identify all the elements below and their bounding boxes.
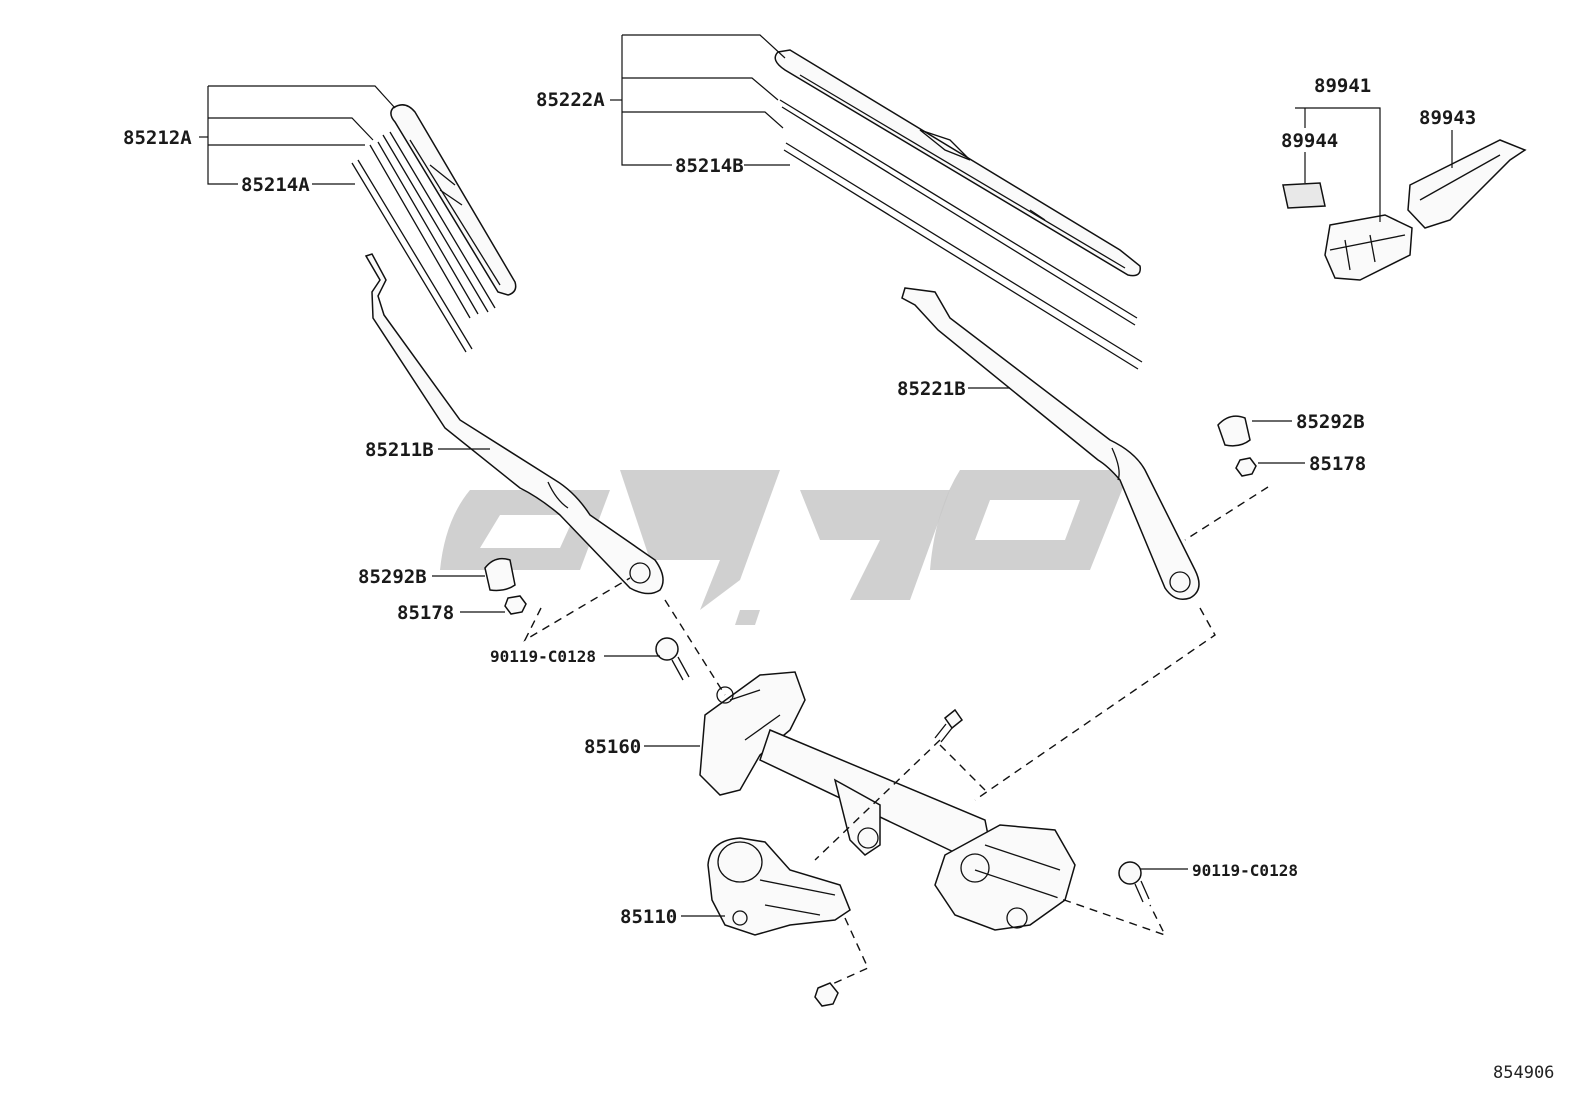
callout-labels: 85212A 85214A 85222A 85214B 89941 89944 … [123, 75, 1554, 1083]
label-90119-C0128-right: 90119-C0128 [1192, 861, 1298, 880]
sensor-cover [1407, 139, 1527, 229]
label-85178-right: 85178 [1309, 453, 1366, 475]
label-89944: 89944 [1281, 130, 1338, 152]
left-link-bolt [655, 637, 690, 681]
right-pivot-cap [1217, 415, 1251, 447]
wiper-motor [707, 837, 851, 936]
right-wiper-arm [901, 287, 1200, 600]
label-85212A: 85212A [123, 127, 192, 149]
label-89943: 89943 [1419, 107, 1476, 129]
right-link-bolt [1118, 861, 1150, 903]
label-85110: 85110 [620, 906, 677, 928]
right-pivot-nut [1235, 457, 1257, 477]
assembly-lines [523, 486, 1269, 986]
rain-sensor [1324, 214, 1413, 281]
sensor-pad [1282, 182, 1326, 209]
wiper-link-assembly [699, 671, 1076, 931]
left-wiper-arm [364, 253, 664, 595]
label-85211B: 85211B [365, 439, 434, 461]
label-85292B-right: 85292B [1296, 411, 1365, 433]
label-85178-left: 85178 [397, 602, 454, 624]
label-85160: 85160 [584, 736, 641, 758]
label-89941: 89941 [1314, 75, 1371, 97]
label-85221B: 85221B [897, 378, 966, 400]
leader-lines [199, 34, 1453, 917]
right-rubber-refill [783, 142, 1143, 370]
center-bolt [934, 708, 964, 743]
motor-nut [814, 982, 839, 1007]
label-85222A: 85222A [536, 89, 605, 111]
left-rubber-refill [351, 159, 473, 353]
label-85214B: 85214B [675, 155, 744, 177]
catalog-number: 854906 [1493, 1063, 1554, 1083]
label-90119-C0128-left: 90119-C0128 [490, 647, 596, 666]
left-blade-strip [369, 131, 496, 319]
watermark-logo [440, 470, 1130, 625]
left-wiper-blade [390, 104, 517, 296]
label-85292B-left: 85292B [358, 566, 427, 588]
left-pivot-cap [484, 557, 516, 592]
right-wiper-blade [774, 49, 1141, 277]
right-blade-strip [779, 99, 1138, 326]
left-pivot-nut [504, 595, 527, 615]
label-85214A: 85214A [241, 174, 310, 196]
